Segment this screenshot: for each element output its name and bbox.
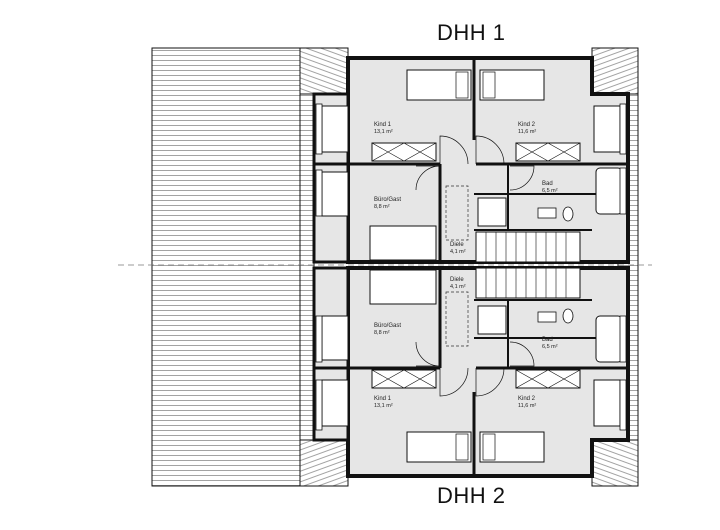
desk <box>321 105 349 153</box>
door-swing <box>439 135 469 165</box>
unit-title-bottom: DHH 2 <box>437 483 506 508</box>
room-area: 11,6 m² <box>518 403 536 409</box>
lower-unit-floor <box>346 266 630 478</box>
door-swing <box>509 341 535 367</box>
windows <box>315 103 627 431</box>
bed <box>479 431 545 463</box>
door-swing <box>475 135 505 165</box>
shower <box>477 305 507 335</box>
room-name: Bad <box>542 181 553 187</box>
upper-unit <box>312 56 630 264</box>
room-area: 4,1 m² <box>450 284 466 290</box>
room-name: Bad <box>542 337 553 343</box>
room-area: 6,5 m² <box>542 344 558 350</box>
sink <box>537 311 557 323</box>
room-area: 6,5 m² <box>542 188 558 194</box>
wardrobe <box>515 142 581 162</box>
roof-left-slope <box>151 47 301 487</box>
room-labels: Kind 1 13,1 m² Kind 2 11,6 m² Büro/Gast … <box>374 122 558 409</box>
room-name: Kind 2 <box>518 396 536 402</box>
bed <box>369 225 437 261</box>
desk <box>321 379 349 427</box>
desk <box>321 315 349 361</box>
door-swing <box>415 165 441 191</box>
door-swing <box>475 367 505 397</box>
wardrobe <box>515 369 581 389</box>
wardrobe <box>371 369 437 389</box>
roof-lower-left-dormer <box>299 439 349 487</box>
hall-void <box>445 185 469 241</box>
door-swing <box>439 367 469 397</box>
bed-pillow <box>482 71 496 99</box>
bathtub <box>595 315 623 363</box>
toilet <box>562 206 574 222</box>
room-area: 8,8 m² <box>374 330 390 336</box>
room-name: Kind 1 <box>374 122 392 128</box>
desk <box>593 379 621 427</box>
bed <box>406 431 472 463</box>
bed-pillow <box>455 433 469 461</box>
bed <box>479 69 545 101</box>
room-name: Diele <box>450 277 464 283</box>
room-area: 4,1 m² <box>450 249 466 255</box>
room-name: Büro/Gast <box>374 197 401 203</box>
desk <box>321 171 349 217</box>
roof-upper-right-dormer <box>591 47 639 95</box>
room-name: Büro/Gast <box>374 323 401 329</box>
roof-upper-left-dormer <box>299 47 349 95</box>
upper-staircase <box>475 231 581 263</box>
bed <box>369 269 437 305</box>
sink <box>537 207 557 219</box>
lower-staircase <box>475 267 581 299</box>
room-name: Diele <box>450 242 464 248</box>
bed-pillow <box>455 71 469 99</box>
roof-inner-strip <box>299 93 315 441</box>
room-area: 8,8 m² <box>374 204 390 210</box>
door-swing <box>415 341 441 367</box>
room-area: 13,1 m² <box>374 129 393 135</box>
bathtub <box>595 167 623 215</box>
lower-unit <box>312 266 630 478</box>
unit-title-top: DHH 1 <box>437 20 506 45</box>
room-area: 13,1 m² <box>374 403 393 409</box>
room-area: 11,6 m² <box>518 129 536 135</box>
hall-void <box>445 291 469 347</box>
door-swing <box>509 165 535 191</box>
room-name: Kind 2 <box>518 122 536 128</box>
bed-pillow <box>482 433 496 461</box>
roof-lower-right-dormer <box>591 439 639 487</box>
toilet <box>562 308 574 324</box>
bed <box>406 69 472 101</box>
room-name: Kind 1 <box>374 396 392 402</box>
wardrobe <box>371 142 437 162</box>
shower <box>477 197 507 227</box>
desk <box>593 105 621 153</box>
